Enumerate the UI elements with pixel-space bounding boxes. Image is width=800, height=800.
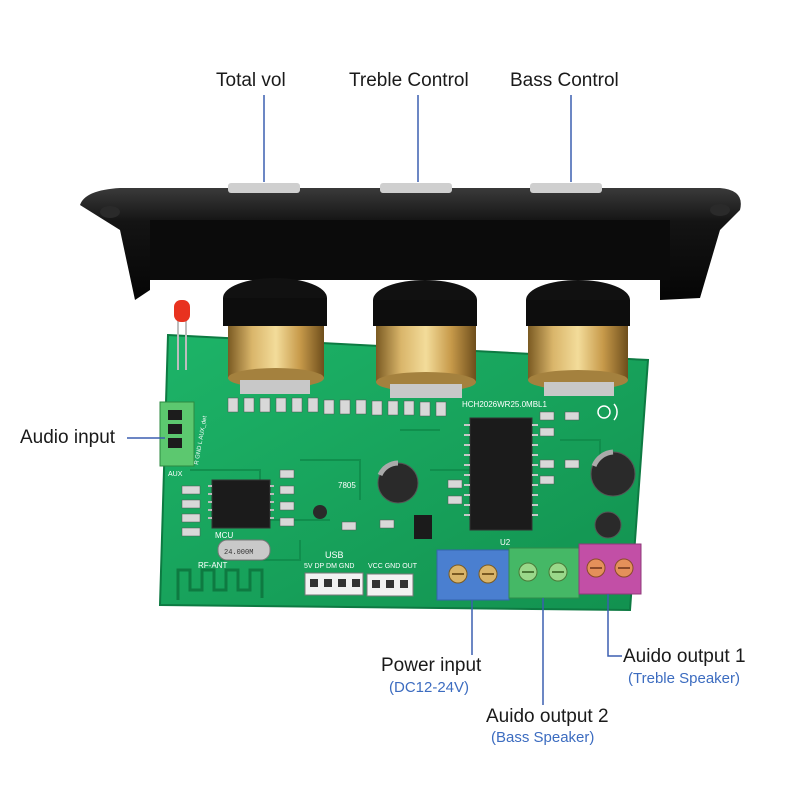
pcb-usb-pins-label: 5V DP DM GND [304,563,354,570]
crystal-oscillator [217,539,271,561]
audio-output-2-label: Auido output 2 [486,706,609,727]
bass-control-knob [526,280,630,396]
audio-output-2-spec: (Bass Speaker) [491,729,595,746]
pcb-usb-label: USB [325,550,344,560]
pcb-power-pins-label: VCC GND OUT [368,563,418,570]
electrolytic-capacitor [377,460,419,504]
treble-control-label: Treble Control [349,70,469,91]
power-input-label: Power input [381,655,482,676]
mount-hole-right [710,204,730,216]
rf-antenna-trace [176,568,264,600]
treble-shaft [380,183,452,193]
audio-output-1-label: Auido output 1 [623,646,746,667]
treble-control-knob [373,280,477,398]
power-input-terminal [436,549,510,601]
diode [414,515,432,539]
pcb-aux-label: AUX [168,471,183,478]
front-panel [80,183,741,300]
pcb-regulator-label: 7805 [338,481,356,490]
led-indicator [174,300,190,370]
aux-input-connector [159,401,195,467]
audio-output-1-spec: (Treble Speaker) [628,670,740,687]
pcb-rf-ant-label: RF-ANT [198,561,227,570]
total-vol-label: Total vol [216,70,286,91]
wireless-symbol-icon [597,403,618,421]
leader-audio-output-1 [607,594,622,657]
treble-output-terminal [578,543,642,595]
small-capacitor-2 [313,505,327,519]
pcb-model-label: HCH2026WR25.0MBL1 [462,400,547,409]
electrolytic-capacitor-large [590,449,636,497]
power-input-spec: (DC12-24V) [389,679,470,696]
total-vol-shaft [228,183,300,193]
small-capacitor [594,511,622,539]
audio-input-label: Audio input [20,427,116,448]
pcb: USB 5V DP DM GND VCC GND OUT MCU 24.000M… [158,333,650,612]
usb-header [304,572,364,596]
power-header [366,573,414,597]
bass-control-label: Bass Control [510,70,619,91]
mcu-chip [208,479,274,529]
pcb-u2-label: U2 [500,538,511,547]
bass-output-terminal [508,547,580,599]
mount-hole-left [100,206,120,218]
pcb-mcu-label: MCU [215,531,233,540]
bass-shaft [530,183,602,193]
amplifier-chip [464,417,538,531]
pcb-crystal-label: 24.000M [224,549,253,557]
total-vol-knob [223,278,327,394]
